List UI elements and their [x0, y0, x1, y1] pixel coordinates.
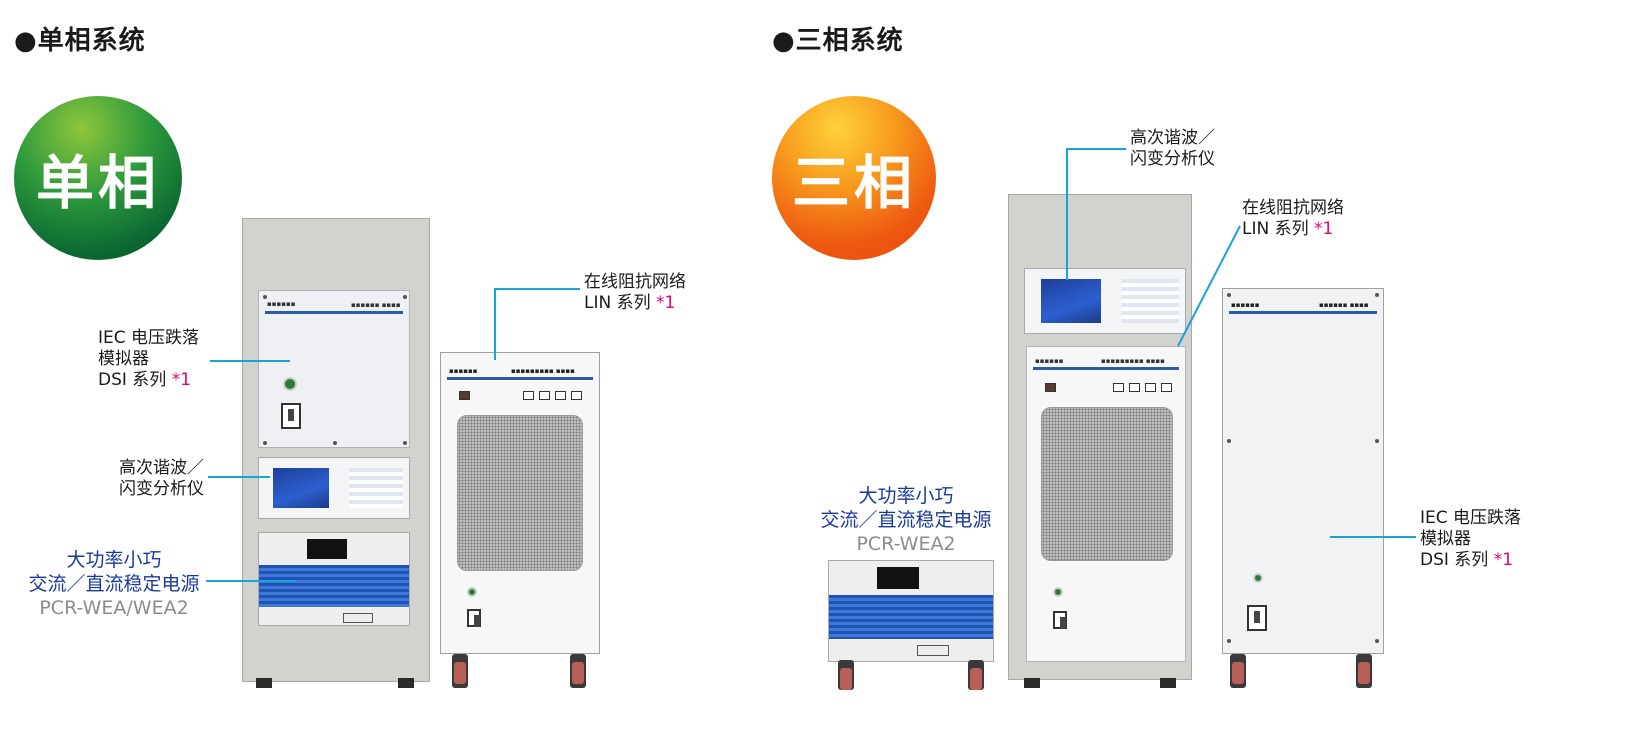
single-harmonic-label: 高次谐波／ 闪变分析仪	[119, 458, 204, 499]
power-led-icon	[1253, 573, 1263, 583]
harmonic-analyzer-unit	[258, 457, 410, 519]
power-led-icon	[467, 587, 477, 597]
caster-icon	[968, 660, 984, 690]
rack-foot	[1160, 678, 1176, 688]
harmonic-analyzer-unit	[1024, 268, 1186, 334]
leader-line	[1330, 536, 1416, 538]
power-switch-icon	[1053, 611, 1067, 629]
single-lin-label: 在线阻抗网络 LIN 系列 *1	[584, 272, 686, 313]
lin-cabinet: ▪▪▪▪▪▪ ▪▪▪▪▪▪▪▪▪ ▪▪▪▪	[440, 352, 600, 654]
leader-line	[1066, 148, 1126, 150]
pcr-unit	[258, 532, 410, 626]
single-phase-title: ●单相系统	[14, 26, 146, 56]
caster-icon	[452, 654, 468, 688]
three-phase-badge: 三相	[772, 96, 936, 260]
lin-unit: ▪▪▪▪▪▪ ▪▪▪▪▪▪▪▪▪ ▪▪▪▪	[1026, 346, 1186, 662]
analyzer-screen	[273, 468, 329, 508]
three-lin-label: 在线阻抗网络 LIN 系列 *1	[1242, 198, 1344, 239]
caster-icon	[838, 660, 854, 690]
leader-line	[208, 476, 270, 478]
dsi-cabinet: ▪▪▪▪▪▪ ▪▪▪▪▪▪ ▪▪▪▪	[1222, 288, 1384, 654]
dsi-unit: ▪▪▪▪▪▪ ▪▪▪▪▪▪ ▪▪▪▪	[258, 290, 410, 448]
single-phase-badge: 单相	[14, 96, 182, 260]
caster-icon	[1356, 654, 1372, 688]
leader-line	[494, 288, 496, 360]
single-dsi-label: IEC 电压跌落 模拟器 DSI 系列 *1	[98, 328, 200, 390]
brand-logo: ▪▪▪▪▪▪	[267, 300, 296, 308]
rack-foot	[398, 678, 414, 688]
three-pcr-label: 大功率小巧 交流／直流稳定电源 PCR-WEA2	[820, 485, 992, 555]
pcr-unit	[828, 560, 994, 662]
leader-line	[494, 288, 580, 290]
analyzer-screen	[1041, 279, 1101, 323]
power-switch-icon	[281, 403, 301, 429]
leader-line	[210, 360, 290, 362]
three-phase-title: ●三相系统	[772, 26, 904, 56]
model-plate: ▪▪▪▪▪▪ ▪▪▪▪	[351, 301, 401, 309]
caster-icon	[1230, 654, 1246, 688]
power-switch-icon	[467, 609, 481, 627]
vent-grille	[457, 415, 583, 571]
rack-foot	[256, 678, 272, 688]
single-pcr-label: 大功率小巧 交流／直流稳定电源 PCR-WEA/WEA2	[28, 549, 200, 619]
power-led-icon	[1053, 587, 1063, 597]
power-switch-icon	[1247, 605, 1267, 631]
leader-line	[1177, 225, 1241, 347]
rack-foot	[1024, 678, 1040, 688]
vent-grille	[1041, 407, 1173, 561]
three-harmonic-label: 高次谐波／ 闪变分析仪	[1130, 128, 1215, 169]
leader-line	[206, 580, 296, 582]
leader-line	[1066, 148, 1068, 280]
three-dsi-label: IEC 电压跌落 模拟器 DSI 系列 *1	[1420, 508, 1522, 570]
power-led-icon	[283, 377, 297, 391]
caster-icon	[570, 654, 586, 688]
